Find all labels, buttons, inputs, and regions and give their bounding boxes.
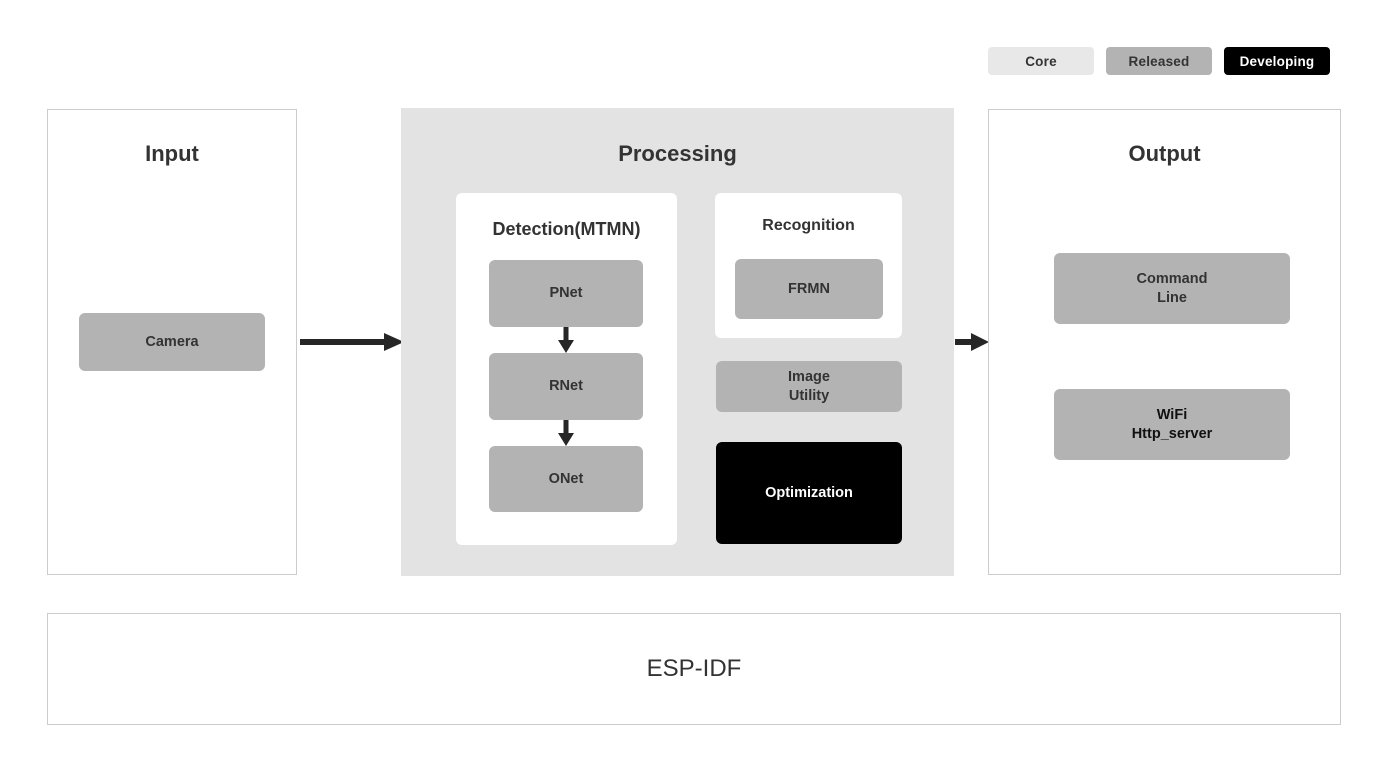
esp-idf-bar: ESP-IDF	[47, 613, 1341, 725]
arrow-pnet-to-rnet-icon	[558, 327, 574, 353]
output-panel	[988, 109, 1341, 575]
node-optimization-label: Optimization	[765, 484, 853, 501]
node-frmn-label: FRMN	[788, 280, 830, 297]
arrow-input-to-processing-icon	[300, 333, 404, 351]
processing-panel-title: Processing	[618, 141, 737, 166]
node-wifi-http-server-label-line1: WiFi	[1156, 407, 1188, 424]
node-pnet-label: PNet	[549, 285, 583, 302]
node-command-line[interactable]: Command Line	[1054, 253, 1290, 324]
legend-chip-core[interactable]: Core	[988, 47, 1094, 75]
arrow-processing-to-output-icon	[955, 333, 989, 351]
node-wifi-http-server-label-line2: Http_server	[1131, 425, 1213, 442]
node-command-line-label-line1: Command	[1136, 271, 1208, 288]
node-onet[interactable]: ONet	[489, 446, 643, 512]
node-image-utility-label-line1: Image	[788, 369, 830, 386]
input-panel-title: Input	[145, 141, 199, 166]
node-rnet[interactable]: RNet	[489, 353, 643, 420]
legend-chip-developing[interactable]: Developing	[1224, 47, 1330, 75]
esp-idf-label: ESP-IDF	[646, 655, 742, 682]
node-frmn[interactable]: FRMN	[735, 259, 883, 319]
node-optimization[interactable]: Optimization	[716, 442, 902, 544]
arrow-rnet-to-onet-icon	[558, 420, 574, 446]
recognition-card-title: Recognition	[762, 217, 855, 234]
legend-chip-released[interactable]: Released	[1106, 47, 1212, 75]
legend: Core Released Developing	[988, 47, 1330, 75]
node-rnet-label: RNet	[549, 378, 583, 395]
legend-label-core: Core	[1025, 53, 1057, 69]
detection-card-title: Detection(MTMN)	[492, 219, 641, 239]
node-camera[interactable]: Camera	[79, 313, 265, 371]
node-camera-label: Camera	[145, 333, 199, 350]
node-image-utility-label-line2: Utility	[788, 387, 830, 404]
legend-label-developing: Developing	[1239, 53, 1315, 69]
output-panel-title: Output	[1128, 141, 1201, 166]
node-pnet[interactable]: PNet	[489, 260, 643, 327]
node-command-line-label-line2: Line	[1157, 289, 1187, 306]
node-onet-label: ONet	[548, 470, 584, 487]
node-image-utility[interactable]: Image Utility	[716, 361, 902, 412]
node-wifi-http-server[interactable]: WiFi Http_server	[1054, 389, 1290, 460]
legend-label-released: Released	[1128, 53, 1190, 69]
